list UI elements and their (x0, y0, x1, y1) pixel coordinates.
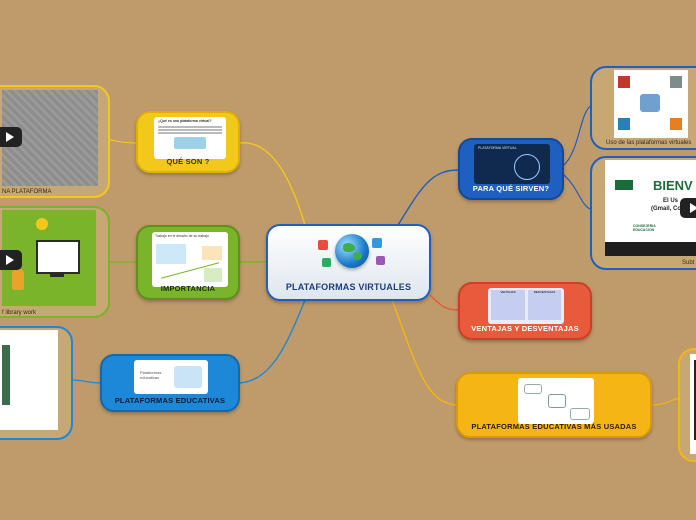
educativas-thumb-text: Plataformas educativas (140, 370, 162, 380)
importancia-thumbnail: Trabajo en el desafío de su trabajo (152, 232, 228, 287)
link-uso (563, 104, 593, 166)
attachment-library[interactable]: f library work (0, 206, 110, 318)
link-educativas (239, 299, 306, 384)
attachment-bienvenida[interactable]: BIENV El Us (Gmail, Co CONSEJERIA EDUCAC… (590, 156, 696, 270)
educativas-attachment-thumbnail (0, 330, 58, 430)
play-icon[interactable] (680, 198, 696, 218)
ventajas-label: VENTAJAS Y DESVENTAJAS (471, 324, 579, 333)
que-son-thumb-title: ¿Qué es una plataforma virtual? (158, 119, 212, 123)
node-ventajas-desventajas[interactable]: VENTAJAS DESVENTAJAS VENTAJAS Y DESVENTA… (458, 282, 592, 340)
educativas-label: PLATAFORMAS EDUCATIVAS (114, 396, 226, 405)
que-son-label: QUÉ SON ? (166, 157, 210, 166)
ventajas-thumb-right: DESVENTAJAS (528, 290, 561, 320)
library-caption: f library work (2, 310, 37, 316)
network-diagram-icon (640, 94, 660, 112)
link-que-son (239, 142, 306, 226)
link-edu-attach (71, 379, 101, 384)
node-mas-usadas[interactable]: PLATAFORMAS EDUCATIVAS MÁS USADAS (456, 372, 652, 438)
node-plataformas-educativas[interactable]: Plataformas educativas PLATAFORMAS EDUCA… (100, 354, 240, 412)
app-icon-1 (318, 240, 328, 250)
node-que-son[interactable]: ¿Qué es una plataforma virtual? QUÉ SON … (136, 111, 240, 173)
link-mas-usadas-attach (651, 397, 681, 406)
que-son-thumbnail: ¿Qué es una plataforma virtual? (154, 117, 226, 159)
importancia-thumb-title: Trabajo en el desafío de su trabajo (155, 234, 209, 238)
mas-usadas-thumbnail (518, 378, 594, 424)
central-node[interactable]: PLATAFORMAS VIRTUALES (266, 224, 431, 301)
uso-thumbnail (614, 70, 688, 138)
para-que-thumbnail: PLATAFORMA VIRTUAL (474, 144, 550, 184)
attachment-mas-usadas[interactable] (678, 348, 696, 462)
network-icon (514, 154, 540, 180)
globe-icon (335, 234, 369, 268)
attachment-video-plataforma[interactable]: NA PLATAFORMA (0, 85, 110, 198)
bienvenida-line2: (Gmail, Co (651, 206, 682, 212)
importancia-label: IMPORTANCIA (160, 284, 216, 293)
node-para-que-sirven[interactable]: PLATAFORMA VIRTUAL PARA QUÉ SIRVEN? (458, 138, 564, 200)
attachment-educativas[interactable] (0, 326, 73, 440)
ventajas-thumb-left: VENTAJAS (491, 290, 525, 320)
link-para-que (397, 169, 459, 226)
attachment-uso[interactable]: Uso de las plataformas virtuales (590, 66, 696, 150)
para-que-thumb-title: PLATAFORMA VIRTUAL (478, 146, 517, 150)
para-que-label: PARA QUÉ SIRVEN? (472, 184, 550, 193)
link-mas-usadas (391, 299, 459, 406)
link-bienvenida (563, 174, 593, 211)
person-icon (12, 268, 24, 290)
central-title: PLATAFORMAS VIRTUALES (285, 282, 412, 292)
play-icon[interactable] (0, 127, 22, 147)
video-caption: NA PLATAFORMA (2, 189, 52, 195)
app-icon-3 (376, 256, 385, 265)
uso-caption: Uso de las plataformas virtuales (606, 140, 692, 146)
bienvenida-line1: El Us (663, 198, 679, 204)
app-icon-4 (322, 258, 331, 267)
bienvenida-logo: CONSEJERIA EDUCACION (633, 224, 656, 232)
lightbulb-icon (36, 218, 48, 230)
app-icon-2 (372, 238, 382, 248)
bienvenida-caption: Subt (682, 260, 695, 266)
node-importancia[interactable]: Trabajo en el desafío de su trabajo IMPO… (136, 225, 240, 300)
mas-usadas-attachment-thumbnail (690, 354, 696, 454)
play-icon[interactable] (0, 250, 22, 270)
link-ventajas (429, 294, 459, 311)
link-video (107, 139, 137, 144)
bienvenida-headline: BIENV (653, 178, 693, 193)
ventajas-thumbnail: VENTAJAS DESVENTAJAS (488, 288, 564, 324)
mas-usadas-label: PLATAFORMAS EDUCATIVAS MÁS USADAS (471, 422, 637, 431)
monitor-icon (36, 240, 80, 274)
educativas-thumbnail: Plataformas educativas (134, 360, 208, 394)
